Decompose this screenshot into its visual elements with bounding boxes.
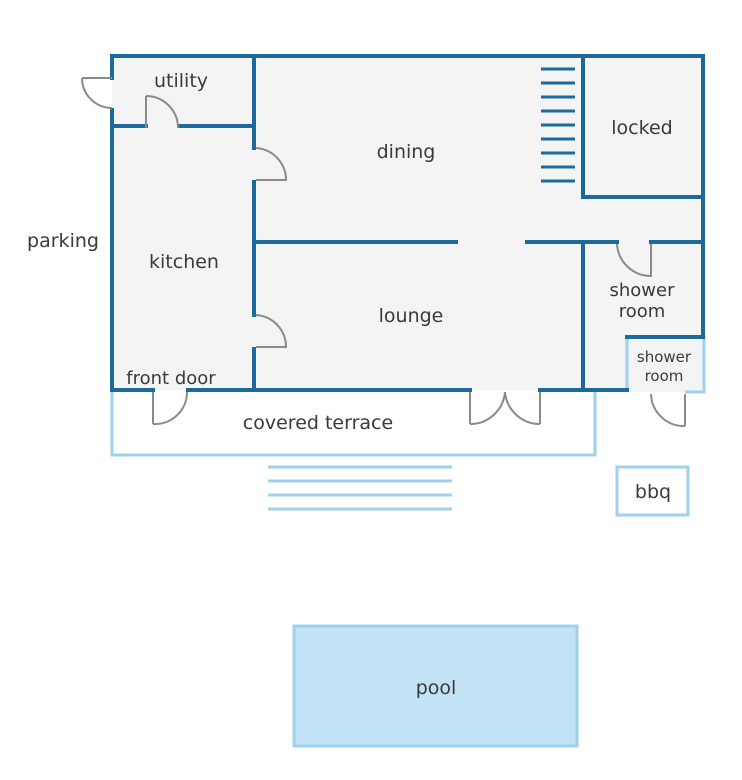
- label-pool: pool: [416, 677, 457, 699]
- label-shower-room-1a: shower: [610, 280, 676, 301]
- kitchen-dining-door: [255, 147, 288, 181]
- shower-room-door: [616, 243, 652, 278]
- label-bbq: bbq: [635, 481, 671, 503]
- terrace-door-right: [504, 391, 541, 426]
- kitchen-lounge-door: [255, 314, 288, 348]
- label-front-door: front door: [126, 368, 216, 389]
- staircase: [541, 67, 575, 183]
- label-shower-room-2a: shower: [637, 348, 692, 366]
- label-locked: locked: [611, 117, 672, 139]
- room-labels: utility dining locked kitchen lounge par…: [27, 70, 692, 699]
- covered-terrace-outline: [110, 391, 597, 457]
- label-kitchen: kitchen: [149, 251, 219, 273]
- bbq-outline: [615, 465, 690, 517]
- terrace-door-left: [469, 391, 506, 426]
- label-covered-terrace: covered terrace: [243, 412, 393, 434]
- utility-door: [145, 95, 179, 129]
- house-floor: [112, 56, 703, 390]
- label-shower-room-1b: room: [619, 301, 666, 322]
- front-door-swing: [152, 391, 189, 426]
- side-door: [81, 77, 113, 109]
- floor-areas: [112, 56, 704, 392]
- label-dining: dining: [377, 141, 436, 163]
- light-structures: [110, 335, 706, 517]
- walls: [110, 54, 705, 392]
- label-lounge: lounge: [379, 305, 444, 327]
- label-shower-room-2b: room: [645, 367, 684, 385]
- pool-area: [292, 624, 579, 748]
- label-parking: parking: [27, 230, 99, 252]
- label-utility: utility: [154, 70, 208, 92]
- outer-shower-floor: [627, 337, 704, 392]
- doors: [81, 77, 686, 428]
- outer-shower-door: [650, 393, 686, 428]
